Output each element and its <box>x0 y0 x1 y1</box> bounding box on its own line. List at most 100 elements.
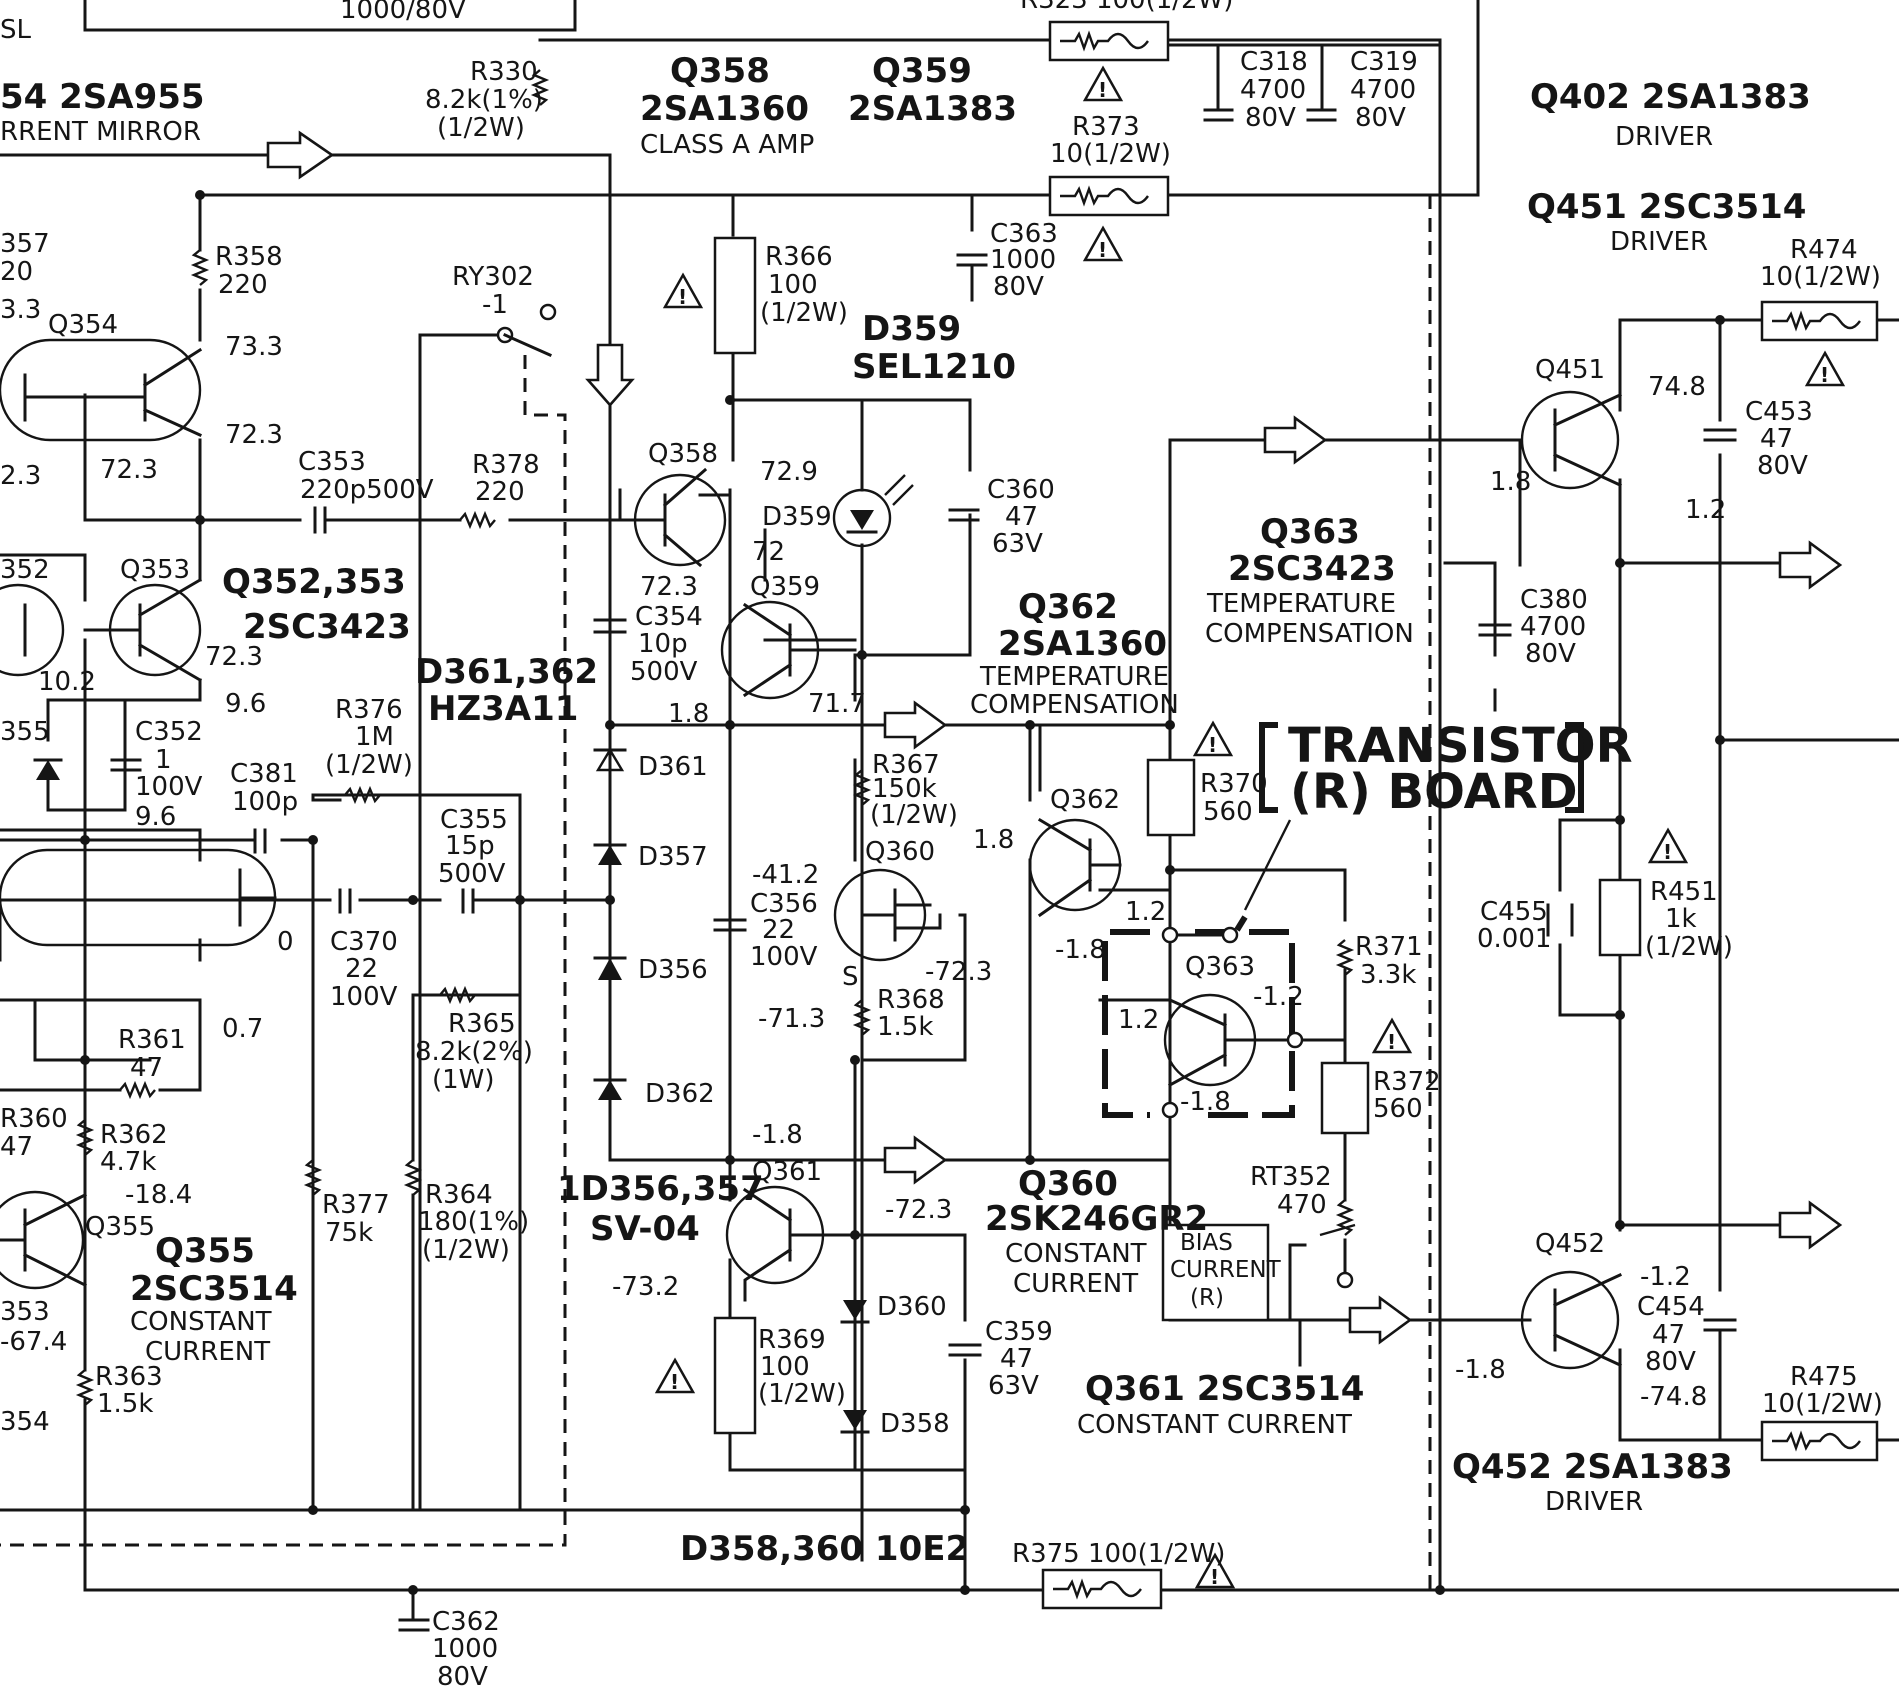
component-label: 8.2k(2%) <box>415 1037 533 1067</box>
component-label: 1D356,357 <box>557 1169 764 1209</box>
c454-capacitor <box>1703 1318 1737 1332</box>
c360-capacitor <box>948 508 980 522</box>
c362-capacitor <box>398 1618 430 1632</box>
component-label: 100 <box>760 1352 810 1382</box>
component-label: 63V <box>992 529 1043 559</box>
component-label: Q352,353 <box>222 562 406 602</box>
component-label: (1/2W) <box>758 1379 846 1409</box>
warning-icon: ! <box>1804 350 1846 387</box>
component-label: RY302 <box>452 262 534 292</box>
d362-diode <box>593 1078 627 1100</box>
component-label: 3.3k <box>1360 960 1416 990</box>
bias-current-label: BIAS CURRENT (R) <box>1170 1230 1282 1311</box>
component-label: 1000 <box>432 1634 498 1664</box>
component-label: 500V <box>438 859 506 889</box>
rt352-resistor <box>1335 1199 1355 1236</box>
component-label: R362 <box>100 1120 168 1150</box>
component-label: -73.2 <box>612 1272 679 1302</box>
board-label-line1: TRANSISTOR <box>1288 718 1633 774</box>
r376-resistor <box>344 785 381 805</box>
component-label: 80V <box>1245 103 1296 133</box>
component-label: Q451 2SC3514 <box>1527 187 1806 227</box>
component-label: R361 <box>118 1025 186 1055</box>
diodes <box>33 474 914 1434</box>
component-label: SEL1210 <box>852 347 1016 387</box>
component-label: 2SC3423 <box>243 607 411 647</box>
component-label: CONSTANT <box>130 1307 272 1337</box>
component-label: R330 <box>470 57 538 87</box>
relay-contact <box>503 333 552 357</box>
c352-capacitor <box>110 758 142 772</box>
component-label: D362 <box>645 1079 715 1109</box>
component-label: 2SC3423 <box>1228 549 1396 589</box>
warning-icon: ! <box>654 1357 696 1394</box>
component-label: 2SA1360 <box>998 624 1167 664</box>
d360-diode <box>840 1300 870 1324</box>
component-label: Q362 <box>1050 785 1120 815</box>
component-label: C356 <box>750 889 818 919</box>
component-label: 1k <box>1665 904 1697 934</box>
component-label: D356 <box>638 955 708 985</box>
component-label: R371 <box>1355 932 1423 962</box>
transistor-board-box <box>1102 819 1295 1118</box>
component-label: 74.8 <box>1648 372 1706 402</box>
q358-transistor <box>608 467 727 568</box>
component-label: 9.6 <box>225 689 266 719</box>
component-label: 47 <box>1760 424 1793 454</box>
component-label: (1/2W) <box>437 113 525 143</box>
component-label: 1.8 <box>1490 467 1531 497</box>
r475-symbol <box>1772 1430 1861 1452</box>
component-label: 4700 <box>1350 75 1416 105</box>
component-label: TEMPERATURE <box>979 662 1169 692</box>
component-label: Q452 <box>1535 1229 1605 1259</box>
component-label: 22 <box>762 915 795 945</box>
component-label: 80V <box>437 1662 488 1690</box>
component-label: 80V <box>993 272 1044 302</box>
component-label: CONSTANT CURRENT <box>1077 1410 1352 1440</box>
q352-transistor <box>0 583 65 677</box>
component-label: 4700 <box>1240 75 1306 105</box>
component-label: -1.8 <box>1455 1355 1506 1385</box>
component-label: (1/2W) <box>1645 932 1733 962</box>
r378-resistor <box>459 510 496 530</box>
c353-capacitor <box>313 506 327 534</box>
warning-icon: ! <box>662 272 704 309</box>
component-label: 353 <box>0 1297 50 1327</box>
component-label: R368 <box>877 985 945 1015</box>
r474-symbol <box>1772 310 1861 332</box>
component-label: 75k <box>325 1218 373 1248</box>
c359-capacitor <box>948 1343 982 1357</box>
component-label: 2SC3514 <box>130 1269 298 1309</box>
component-label: -72.3 <box>885 1195 952 1225</box>
r451-fusible <box>1598 878 1642 957</box>
svg-text:!: ! <box>1098 78 1107 102</box>
board-label-line2: (R) BOARD <box>1290 764 1578 820</box>
component-label: C454 <box>1637 1292 1705 1322</box>
warning-icons: ! ! ! ! ! ! ! ! ! <box>654 65 1846 1589</box>
arrow-right-2 <box>1263 415 1328 465</box>
warning-icon: ! <box>1647 827 1689 864</box>
component-label: 47 <box>1652 1320 1685 1350</box>
component-label: 1 <box>155 745 172 775</box>
component-label: R375 100(1/2W) <box>1012 1539 1225 1569</box>
component-label: D358 <box>880 1409 950 1439</box>
component-label: -41.2 <box>752 860 819 890</box>
q363-transistor <box>1163 993 1297 1088</box>
component-label: 2SA1360 <box>640 89 809 129</box>
component-label: 470 <box>1277 1190 1327 1220</box>
component-label: 9.6 <box>135 802 176 832</box>
component-label: -1.2 <box>1640 1262 1691 1292</box>
d356-diode <box>593 956 627 980</box>
component-label: -1.8 <box>1180 1087 1231 1117</box>
component-label: 100p <box>232 787 298 817</box>
component-label: 1000 <box>990 245 1056 275</box>
component-label: D361 <box>638 752 708 782</box>
component-label: R363 <box>95 1362 163 1392</box>
component-label: R372 <box>1373 1067 1441 1097</box>
component-label: 100V <box>750 942 818 972</box>
c355-capacitor <box>461 888 475 914</box>
component-label: R451 <box>1650 877 1718 907</box>
warning-icon: ! <box>1082 65 1124 102</box>
component-label: R366 <box>765 242 833 272</box>
